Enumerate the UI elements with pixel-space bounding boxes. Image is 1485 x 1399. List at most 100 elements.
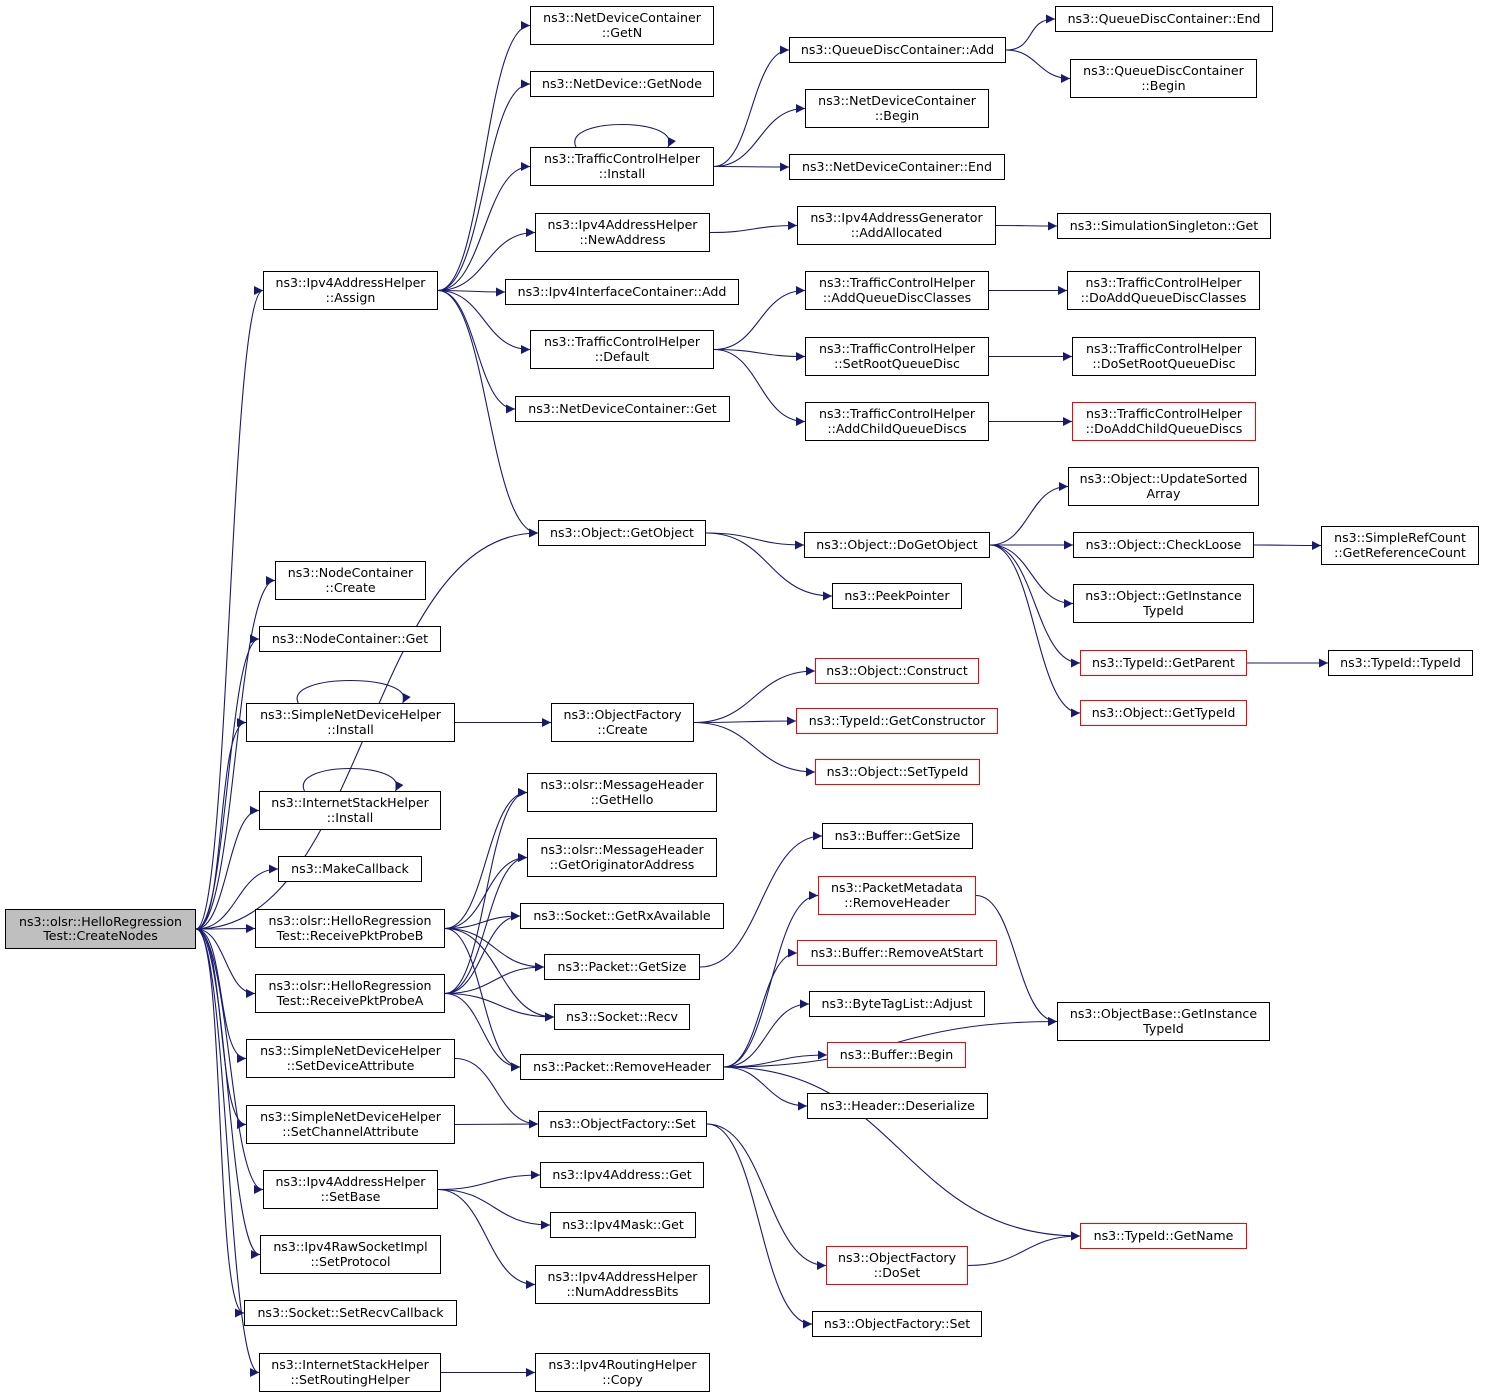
node-traffic-control-helper-do-set-root-queue-disc[interactable]: ns3::TrafficControlHelper::DoSetRootQueu… (1072, 337, 1256, 376)
edge-n0-n42 (195, 864, 279, 930)
node-object-check-loose[interactable]: ns3::Object::CheckLoose (1073, 532, 1254, 558)
node-object-factory-set-2[interactable]: ns3::ObjectFactory::Set (812, 1311, 982, 1337)
node-simple-net-device-helper-set-channel-attribute[interactable]: ns3::SimpleNetDeviceHelper::SetChannelAt… (246, 1105, 455, 1144)
node-ipv4-interface-container-add[interactable]: ns3::Ipv4InterfaceContainer::Add (505, 279, 739, 305)
edge-n57-n58 (454, 1119, 539, 1129)
node-ipv4-address-helper-num-address-bits[interactable]: ns3::Ipv4AddressHelper::NumAddressBits (535, 1265, 710, 1304)
node-object-get-type-id[interactable]: ns3::Object::GetTypeId (1080, 700, 1247, 726)
node-queue-disc-container-begin[interactable]: ns3::QueueDiscContainer::Begin (1070, 59, 1257, 98)
node-ipv4-address-generator-add-allocated[interactable]: ns3::Ipv4AddressGenerator::AddAllocated (797, 206, 996, 245)
node-byte-tag-list-adjust[interactable]: ns3::ByteTagList::Adjust (809, 991, 985, 1017)
node-buffer-get-size[interactable]: ns3::Buffer::GetSize (822, 823, 973, 849)
edge-n43-n44 (444, 911, 521, 930)
node-traffic-control-helper-default[interactable]: ns3::TrafficControlHelper::Default (530, 330, 714, 369)
node-queue-disc-container-end[interactable]: ns3::QueueDiscContainer::End (1055, 6, 1273, 32)
edge-n35-n38 (693, 721, 816, 777)
node-net-device-get-node[interactable]: ns3::NetDevice::GetNode (530, 71, 714, 97)
edge-n1-n10 (437, 228, 536, 292)
node-node-container-get[interactable]: ns3::NodeContainer::Get (259, 626, 441, 652)
node-simple-net-device-helper-install[interactable]: ns3::SimpleNetDeviceHelper::Install (246, 703, 455, 742)
edge-n23-n30 (989, 544, 1081, 718)
node-net-device-container-get[interactable]: ns3::NetDeviceContainer::Get (515, 396, 730, 422)
node-internet-stack-helper-install[interactable]: ns3::InternetStackHelper::Install (259, 791, 441, 830)
edge-n49-n48 (444, 962, 545, 995)
edge-n1-n14 (437, 289, 531, 354)
edge-n48-n45 (699, 831, 823, 968)
node-traffic-control-helper-add-queue-disc-classes[interactable]: ns3::TrafficControlHelper::AddQueueDiscC… (805, 271, 989, 310)
node-packet-remove-header[interactable]: ns3::Packet::RemoveHeader (520, 1054, 724, 1080)
node-object-factory-create[interactable]: ns3::ObjectFactory::Create (551, 703, 694, 742)
edge-n43-n48 (444, 927, 545, 972)
node-ipv4-address-helper-new-address[interactable]: ns3::Ipv4AddressHelper::NewAddress (535, 213, 710, 252)
edge-n46-n52 (975, 894, 1058, 1026)
node-object-factory-do-set[interactable]: ns3::ObjectFactory::DoSet (826, 1246, 968, 1285)
edge-n0-n32 (195, 576, 276, 930)
edge-n4-n5 (713, 45, 790, 168)
node-net-device-container-end[interactable]: ns3::NetDeviceContainer::End (789, 154, 1005, 180)
edge-n39-n39 (302, 767, 404, 792)
node-olsr-message-header-get-hello[interactable]: ns3::olsr::MessageHeader::GetHello (527, 773, 717, 812)
edge-n35-n37 (693, 716, 797, 726)
edge-n59-n61 (437, 1188, 551, 1230)
node-buffer-remove-at-start[interactable]: ns3::Buffer::RemoveAtStart (797, 940, 997, 966)
node-internet-stack-helper-set-routing-helper[interactable]: ns3::InternetStackHelper::SetRoutingHelp… (259, 1353, 441, 1392)
node-ipv4-routing-helper-copy[interactable]: ns3::Ipv4RoutingHelper::Copy (535, 1353, 710, 1392)
node-ipv4-mask-get[interactable]: ns3::Ipv4Mask::Get (550, 1212, 696, 1238)
node-queue-disc-container-add[interactable]: ns3::QueueDiscContainer::Add (789, 37, 1006, 63)
node-ipv4-address-get[interactable]: ns3::Ipv4Address::Get (540, 1162, 704, 1188)
node-peek-pointer[interactable]: ns3::PeekPointer (832, 583, 962, 609)
node-ipv4-raw-socket-impl-set-protocol[interactable]: ns3::Ipv4RawSocketImpl::SetProtocol (260, 1235, 441, 1274)
node-object-do-get-object[interactable]: ns3::Object::DoGetObject (804, 532, 990, 558)
node-net-device-container-begin[interactable]: ns3::NetDeviceContainer::Begin (805, 89, 989, 128)
node-net-device-container-get-n[interactable]: ns3::NetDeviceContainer::GetN (530, 6, 714, 45)
node-object-get-object[interactable]: ns3::Object::GetObject (538, 520, 706, 546)
node-traffic-control-helper-do-add-child-queue-discs[interactable]: ns3::TrafficControlHelper::DoAddChildQue… (1072, 402, 1256, 441)
node-make-callback[interactable]: ns3::MakeCallback (278, 856, 422, 882)
edge-n11-n12 (995, 221, 1058, 231)
edge-n0-n1 (195, 286, 264, 930)
node-simple-ref-count-get-reference-count[interactable]: ns3::SimpleRefCount::GetReferenceCount (1321, 526, 1479, 565)
node-type-id-type-id[interactable]: ns3::TypeId::TypeId (1328, 650, 1473, 676)
node-simulation-singleton-get[interactable]: ns3::SimulationSingleton::Get (1057, 213, 1271, 239)
edge-n49-n41 (444, 853, 528, 995)
node-packet-metadata-remove-header[interactable]: ns3::PacketMetadata::RemoveHeader (818, 876, 976, 915)
node-object-factory-set[interactable]: ns3::ObjectFactory::Set (538, 1111, 707, 1137)
node-type-id-get-name[interactable]: ns3::TypeId::GetName (1080, 1223, 1247, 1249)
node-traffic-control-helper-add-child-queue-discs[interactable]: ns3::TrafficControlHelper::AddChildQueue… (805, 402, 989, 441)
node-traffic-control-helper-do-add-queue-disc-classes[interactable]: ns3::TrafficControlHelper::DoAddQueueDis… (1067, 271, 1260, 310)
node-olsr-message-header-get-originator-address[interactable]: ns3::olsr::MessageHeader::GetOriginatorA… (527, 838, 717, 877)
node-header-deserialize[interactable]: ns3::Header::Deserialize (807, 1093, 988, 1119)
node-traffic-control-helper-install[interactable]: ns3::TrafficControlHelper::Install (530, 147, 714, 186)
edge-n22-n31 (705, 532, 833, 601)
edge-n43-n40 (444, 788, 528, 930)
edge-n49-n40 (444, 788, 528, 995)
edge-n49-n44 (444, 911, 521, 995)
node-buffer-begin[interactable]: ns3::Buffer::Begin (827, 1042, 966, 1068)
edge-n58-n63 (706, 1123, 827, 1270)
edge-n1-n21 (437, 289, 516, 414)
edge-n23-n24 (989, 482, 1069, 546)
node-ipv4-address-helper-assign[interactable]: ns3::Ipv4AddressHelper::Assign (263, 271, 438, 310)
node-packet-get-size[interactable]: ns3::Packet::GetSize (544, 954, 700, 980)
node-traffic-control-helper-set-root-queue-disc[interactable]: ns3::TrafficControlHelper::SetRootQueueD… (805, 337, 989, 376)
node-ipv4-address-helper-set-base[interactable]: ns3::Ipv4AddressHelper::SetBase (263, 1170, 438, 1209)
node-simple-net-device-helper-set-device-attribute[interactable]: ns3::SimpleNetDeviceHelper::SetDeviceAtt… (246, 1039, 455, 1078)
node-socket-get-rx-available[interactable]: ns3::Socket::GetRxAvailable (520, 903, 724, 929)
node-node-container-create[interactable]: ns3::NodeContainer::Create (275, 561, 426, 600)
node-object-set-type-id[interactable]: ns3::Object::SetTypeId (815, 759, 980, 785)
edge-n0-n64 (195, 928, 261, 1259)
node-socket-recv[interactable]: ns3::Socket::Recv (554, 1004, 690, 1030)
edge-n14-n17 (713, 348, 806, 361)
node-socket-set-recv-callback[interactable]: ns3::Socket::SetRecvCallback (244, 1300, 457, 1326)
node-type-id-get-parent[interactable]: ns3::TypeId::GetParent (1080, 650, 1247, 676)
node-object-construct[interactable]: ns3::Object::Construct (815, 658, 979, 684)
edge-n0-n49 (195, 928, 256, 998)
node-type-id-get-constructor[interactable]: ns3::TypeId::GetConstructor (796, 708, 998, 734)
